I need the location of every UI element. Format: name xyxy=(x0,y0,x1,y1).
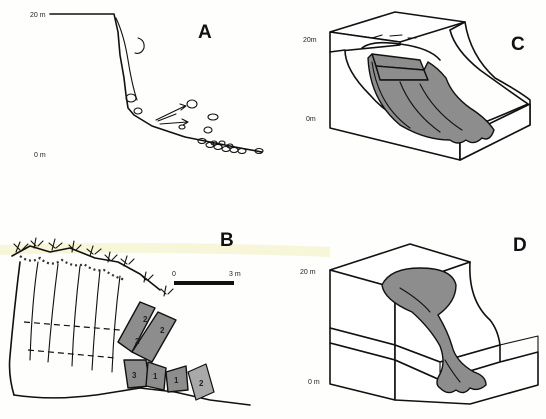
bouncing-rock xyxy=(187,100,197,108)
panel-d-bottom-label: 0 m xyxy=(308,379,320,386)
panel-d-letter: D xyxy=(513,235,527,256)
joint-line xyxy=(72,266,80,366)
cliff-profile xyxy=(50,14,262,152)
falling-rock xyxy=(126,94,136,102)
panel-c-top-label: 20m xyxy=(303,37,317,44)
bouncing-rock xyxy=(179,125,185,129)
panel-b-topple: B 0 3 m xyxy=(10,230,251,405)
panel-c-letter: C xyxy=(511,34,525,55)
block-number: 2 xyxy=(143,315,148,324)
detaching-block xyxy=(135,38,144,53)
joint-line xyxy=(30,262,38,360)
panel-a-top-label: 20 m xyxy=(30,12,46,19)
motion-arrow xyxy=(156,104,186,120)
block-number: 1 xyxy=(174,376,179,385)
rock-face xyxy=(10,262,21,395)
detachment-crack xyxy=(116,18,137,100)
bouncing-rock xyxy=(208,114,218,120)
panel-b-letter: B xyxy=(220,230,234,251)
joint-line xyxy=(92,270,100,370)
scale-bar xyxy=(174,281,234,285)
scale-bar-end: 3 m xyxy=(229,271,241,278)
cross-joint xyxy=(24,322,120,330)
falling-rock xyxy=(134,108,142,114)
motion-arrow xyxy=(160,119,188,125)
bouncing-rock xyxy=(204,127,212,133)
scale-bar-start: 0 xyxy=(172,271,176,278)
panel-d-top-label: 20 m xyxy=(300,269,316,276)
joint-line xyxy=(48,264,58,362)
slope-base xyxy=(14,388,250,405)
block-number: 1 xyxy=(153,372,158,381)
block-number: 3 xyxy=(132,371,137,380)
panel-a-fall: 20 m 0 m A xyxy=(30,12,263,159)
panel-a-bottom-label: 0 m xyxy=(34,152,46,159)
bench-edge xyxy=(500,336,538,352)
panel-d-flow: 20 m 0 m D xyxy=(300,235,538,404)
block-number: 2 xyxy=(135,337,140,346)
panel-c-bottom-label: 0m xyxy=(306,116,316,123)
block-number: 2 xyxy=(199,379,204,388)
block-number: 2 xyxy=(160,326,165,335)
panel-c-slump: 20m 0m C xyxy=(303,12,530,160)
panel-a-letter: A xyxy=(198,22,212,43)
